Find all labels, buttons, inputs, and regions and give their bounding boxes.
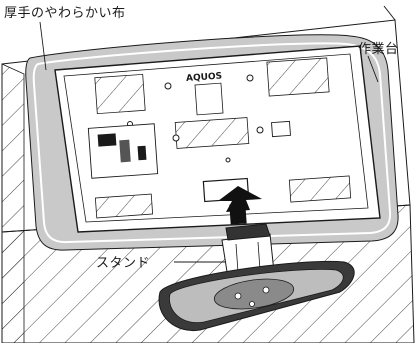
brand-logo: AQUOS <box>186 71 223 83</box>
television-back: AQUOS <box>54 45 381 233</box>
stand-label: スタンド <box>96 256 151 271</box>
vent-center <box>174 117 250 149</box>
stand <box>158 223 355 332</box>
leader-lines <box>39 21 379 263</box>
side-port <box>271 120 291 138</box>
vent-upper-right <box>266 57 330 97</box>
terminal-panel <box>87 123 159 179</box>
screw-holes <box>127 74 264 163</box>
vent-upper-left <box>94 73 146 115</box>
vent-bottom <box>94 175 352 219</box>
worktable-label: 作業台 <box>358 42 399 57</box>
arrow-up-icon <box>218 186 262 225</box>
cloth-label: 厚手のやわらかい布 <box>4 6 126 21</box>
